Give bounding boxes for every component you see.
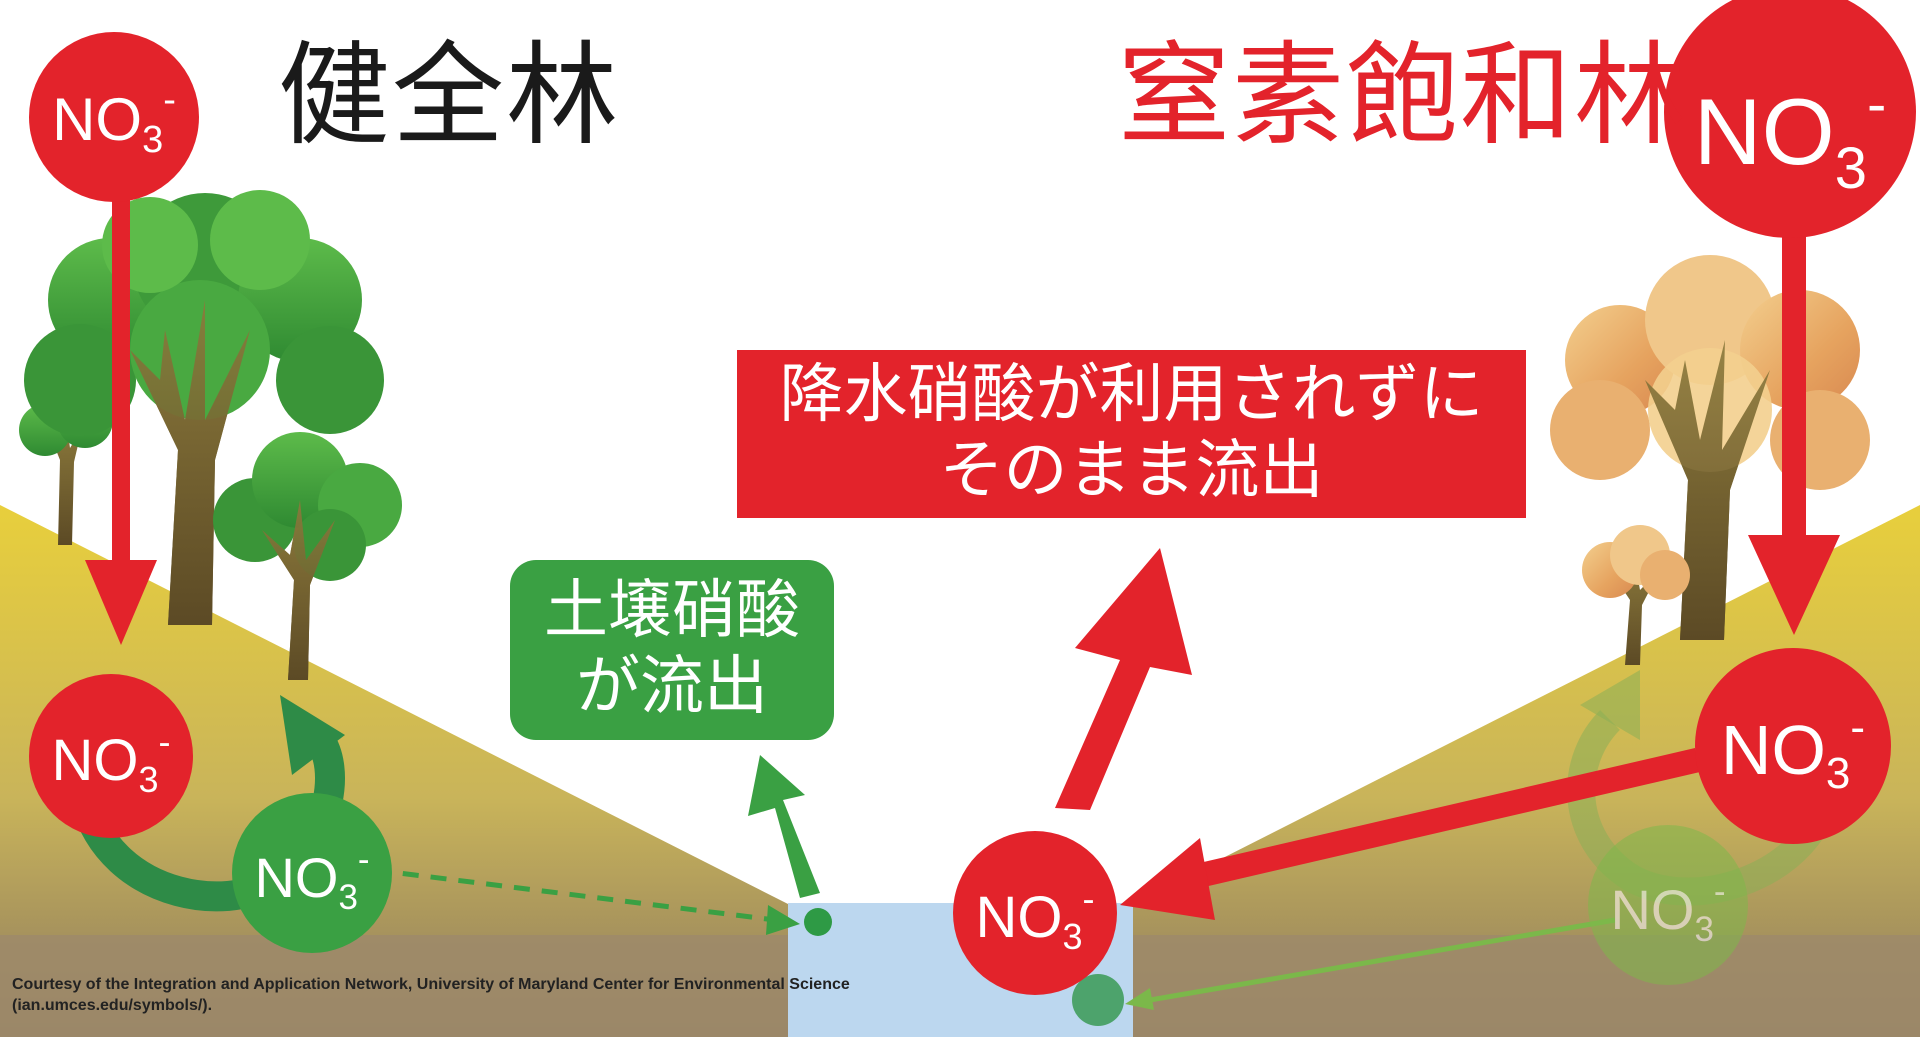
outflow-big-arrow	[1055, 548, 1192, 810]
svg-text:NO3-: NO3-	[1610, 872, 1725, 949]
stream-green-dot-large	[1072, 974, 1124, 1026]
nitrate-precip-healthy: NO3-	[29, 32, 199, 202]
nitrate-stream: NO3-	[953, 831, 1117, 995]
credit-line1: Courtesy of the Integration and Applicat…	[12, 976, 850, 993]
title-saturated-forest: 窒素飽和林	[1118, 31, 1688, 161]
title-healthy-forest: 健全林	[278, 31, 620, 161]
svg-text:NO3-: NO3-	[1721, 703, 1865, 798]
nitrate-plant-uptake-saturated: NO3-	[1588, 825, 1748, 985]
soil-outflow-arrow	[748, 755, 820, 898]
nitrate-plant-uptake-healthy: NO3-	[232, 793, 392, 953]
nitrate-soil-saturated: NO3-	[1695, 648, 1891, 844]
soil-nitrate-line2: が流出	[576, 650, 768, 724]
saturated-deposition-arrow	[1748, 215, 1840, 635]
nitrate-soil-healthy: NO3-	[29, 674, 193, 838]
svg-text:NO3-: NO3-	[51, 721, 170, 800]
healthy-cycle-arrowhead	[280, 695, 345, 775]
runoff-arrow-to-stream	[1120, 748, 1700, 920]
healthy-forest-trees	[19, 190, 402, 680]
nitrate-precip-saturated: NO3-	[1664, 0, 1916, 238]
precip-nitrate-outflow-box: 降水硝酸が利用されずに そのまま流出	[737, 350, 1526, 518]
healthy-deposition-arrow	[85, 175, 157, 645]
soil-nitrate-outflow-box: 土壌硝酸 が流出	[510, 560, 834, 740]
soil-nitrate-dashed-flow	[374, 867, 776, 923]
credit-text: Courtesy of the Integration and Applicat…	[12, 975, 850, 1017]
svg-text:NO3-: NO3-	[254, 840, 369, 917]
soil-nitrate-line1: 土壌硝酸	[544, 574, 800, 649]
precip-nitrate-line1: 降水硝酸が利用されずに	[779, 358, 1484, 433]
svg-text:NO3-: NO3-	[975, 878, 1094, 957]
svg-text:NO3-: NO3-	[1694, 72, 1887, 201]
saturated-soil-flow-arrowhead	[1125, 988, 1154, 1010]
svg-text:NO3-: NO3-	[52, 79, 176, 161]
dashed-flow-arrowhead	[766, 905, 800, 935]
stream-green-dot	[804, 908, 832, 936]
precip-nitrate-line2: そのまま流出	[939, 434, 1324, 508]
credit-line2: (ian.umces.edu/symbols/).	[12, 996, 213, 1014]
saturated-cycle-arrowhead	[1580, 670, 1640, 740]
saturated-soil-flow	[1149, 917, 1616, 1003]
